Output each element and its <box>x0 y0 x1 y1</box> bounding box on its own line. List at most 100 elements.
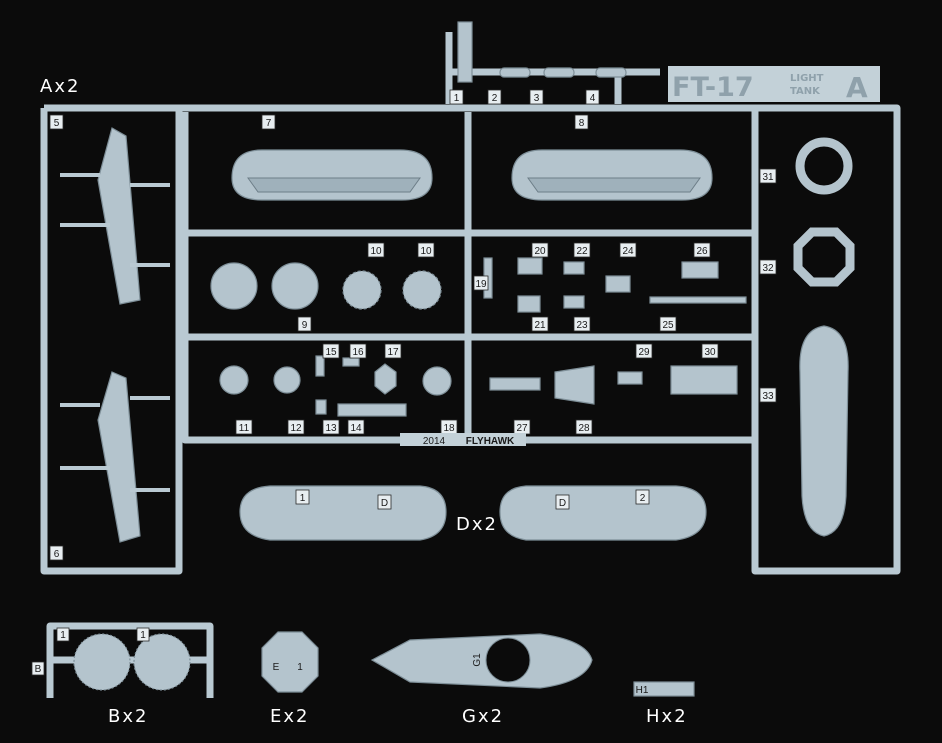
part-16 <box>342 357 360 367</box>
part-25-machine-gun <box>649 296 747 304</box>
part-29 <box>617 371 643 385</box>
label-a: Ax2 <box>40 76 80 97</box>
part-d1-track <box>239 485 447 541</box>
part-number-15: 15 <box>325 347 337 358</box>
part-b-number-a: 1 <box>60 630 66 641</box>
part-number-16: 16 <box>352 347 364 358</box>
part-number-13: 13 <box>325 423 337 434</box>
part-24 <box>605 275 631 293</box>
part-7-track-assembly <box>231 149 433 201</box>
part-28 <box>554 365 595 405</box>
part-number-23: 23 <box>576 320 588 331</box>
part-number-29: 29 <box>638 347 650 358</box>
sprue-a-runner <box>181 112 755 444</box>
sprue-brand: FLYHAWK <box>466 436 515 447</box>
part-d-number-2: 2 <box>640 493 646 504</box>
part-21 <box>517 295 541 313</box>
label-b: Bx2 <box>108 706 148 727</box>
part-10-sprocket-a <box>342 270 382 310</box>
sprue-d: 1 D D 2 <box>239 485 707 541</box>
sprue-b-letter: B <box>35 664 42 675</box>
part-number-3: 3 <box>534 93 540 104</box>
part-number-5: 5 <box>54 118 60 129</box>
sprue-a-grid <box>185 112 755 440</box>
part-20 <box>517 257 543 275</box>
part-d-letter-left: D <box>381 498 388 509</box>
part-number-32: 32 <box>762 263 774 274</box>
part-number-10a: 10 <box>370 246 382 257</box>
part-h-marking: H1 <box>636 685 649 696</box>
part-9-wheel-a <box>210 262 258 310</box>
part-e: E 1 <box>261 631 319 693</box>
part-number-4: 4 <box>590 93 596 104</box>
label-e: Ex2 <box>270 706 309 727</box>
sprue-a: FT-17 LIGHT TANK A <box>40 21 901 575</box>
part-32-ring <box>793 227 855 287</box>
part-e1-hatch <box>261 631 319 693</box>
part-number-33: 33 <box>762 391 774 402</box>
part-g-marking: G1 <box>472 653 483 667</box>
plate-subtitle-1: LIGHT <box>790 73 824 84</box>
part-number-25: 25 <box>662 320 674 331</box>
part-23 <box>563 295 585 309</box>
part-number-31: 31 <box>762 172 774 183</box>
part-9-wheel-b <box>271 262 319 310</box>
part-8-track-assembly <box>511 149 713 201</box>
part-g1-hull-floor <box>370 633 593 689</box>
part-number-19: 19 <box>475 279 487 290</box>
label-d: Dx2 <box>456 514 498 535</box>
sprue-year: 2014 <box>423 436 446 447</box>
brand-strip <box>400 433 526 446</box>
part-4 <box>595 67 627 78</box>
part-number-22: 22 <box>576 246 588 257</box>
part-number-10b: 10 <box>420 246 432 257</box>
label-h: Hx2 <box>646 706 688 727</box>
sprue-a-number-tags: 1 2 3 4 5 6 7 8 9 10 10 11 12 13 14 15 1… <box>49 89 777 561</box>
part-number-30: 30 <box>704 347 716 358</box>
part-d-number-1: 1 <box>300 493 306 504</box>
part-number-8: 8 <box>579 118 585 129</box>
part-number-12: 12 <box>290 423 302 434</box>
part-number-17: 17 <box>387 347 399 358</box>
part-number-24: 24 <box>622 246 634 257</box>
part-33-hull-roof <box>799 325 849 537</box>
part-number-6: 6 <box>54 549 60 560</box>
part-b-number-b: 1 <box>140 630 146 641</box>
part-g: G1 <box>370 633 593 689</box>
part-number-20: 20 <box>534 246 546 257</box>
part-b1-wheel-b <box>133 633 191 691</box>
part-27 <box>489 377 541 391</box>
part-number-7: 7 <box>266 118 272 129</box>
part-6-side-panel <box>60 371 170 543</box>
plate-subtitle-2: TANK <box>790 86 821 97</box>
part-15 <box>315 355 325 377</box>
part-h1 <box>633 681 695 697</box>
part-30 <box>670 365 738 395</box>
part-5-side-panel <box>60 127 170 305</box>
part-number-18: 18 <box>443 423 455 434</box>
part-h: H1 <box>633 681 695 697</box>
part-e-letter: E <box>273 662 280 673</box>
part-number-21: 21 <box>534 320 546 331</box>
part-1 <box>457 21 473 83</box>
part-number-1: 1 <box>454 93 460 104</box>
plate-letter: A <box>846 71 868 104</box>
sprue-a-plate <box>668 66 880 102</box>
part-2 <box>499 67 531 78</box>
part-11 <box>219 365 249 395</box>
part-number-11: 11 <box>239 423 250 434</box>
part-number-28: 28 <box>578 423 590 434</box>
part-31-ring <box>795 137 853 195</box>
part-10-sprocket-b <box>402 270 442 310</box>
part-number-2: 2 <box>492 93 498 104</box>
part-b1-wheel-a <box>73 633 131 691</box>
part-13 <box>315 399 327 415</box>
part-d2-track <box>499 485 707 541</box>
sprue-b: 1 1 B <box>31 622 214 698</box>
part-d-letter-right: D <box>559 498 566 509</box>
label-g: Gx2 <box>462 706 504 727</box>
sprue-a-frame-left <box>40 104 901 575</box>
part-14 <box>337 403 407 417</box>
plate-title: FT-17 <box>672 72 754 103</box>
